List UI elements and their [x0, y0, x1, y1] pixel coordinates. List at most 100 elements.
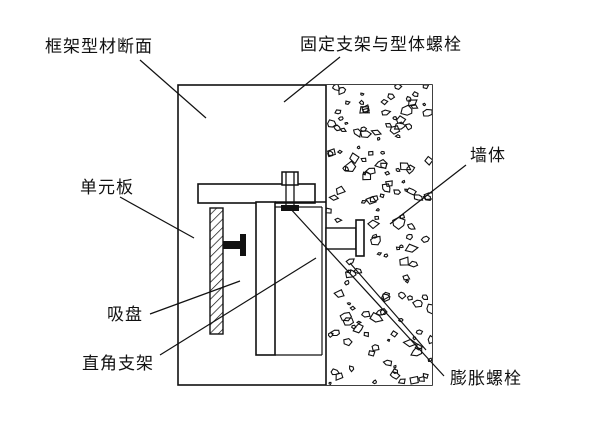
aggregate-stone [384, 180, 393, 188]
aggregate-stone [406, 164, 416, 175]
aggregate-stone [395, 167, 401, 172]
aggregate-stone [404, 123, 413, 131]
aggregate-stone [327, 149, 334, 158]
aggregate-stone [376, 136, 381, 141]
aggregate-stone [356, 145, 361, 150]
aggregate-stone [399, 256, 409, 266]
aggregate-stone [418, 375, 425, 382]
aggregate-stone [379, 193, 385, 199]
aggregate-stone [360, 200, 368, 204]
aggregate-stone [330, 368, 340, 376]
aggregate-stone [391, 368, 399, 374]
aggregate-stone [411, 91, 419, 97]
aggregate-stone [381, 183, 391, 193]
aggregate-stone [349, 152, 360, 165]
aggregate-stone [401, 179, 406, 184]
aggregate-stone [375, 207, 380, 212]
aggregate-stone [379, 307, 388, 316]
label-bracket-bolt: 固定支架与型体螺栓 [300, 35, 462, 55]
aggregate-stone [367, 219, 381, 230]
aggregate-stone [371, 379, 377, 385]
aggregate-stone [413, 194, 424, 201]
aggregate-stone [422, 372, 429, 380]
aggregate-stone [392, 116, 398, 121]
aggregate-stone [335, 185, 346, 196]
aggregate-stone [346, 302, 352, 306]
aggregate-stone [393, 364, 397, 369]
aggregate-stone [371, 344, 380, 352]
aggregate-stone [384, 170, 391, 176]
aggregate-stone [355, 320, 363, 325]
aggregate-stone [397, 318, 404, 323]
aggregate-stone [334, 217, 343, 224]
aggregate-stone [386, 338, 391, 343]
aggregate-stone [426, 303, 432, 315]
aggregate-stone [421, 294, 429, 300]
label-suction-cup: 吸盘 [107, 305, 143, 325]
aggregate-stone [389, 371, 401, 380]
aggregate-stone [394, 85, 403, 91]
aggregate-stone [332, 124, 341, 132]
aggregate-stone [343, 337, 353, 347]
aggregate-stone [358, 99, 365, 105]
aggregate-stone [344, 100, 351, 106]
aggregate-stone [395, 246, 401, 251]
aggregate-stone [422, 108, 432, 117]
aggregate-stone [384, 122, 393, 128]
aggregate-stone [382, 291, 391, 301]
aggregate-stone [336, 149, 343, 155]
aggregate-stone [376, 252, 383, 256]
aggregate-stone [408, 99, 418, 107]
aggregate-stone [368, 150, 374, 156]
aggregate-stone [352, 267, 363, 274]
unit-panel [209, 207, 224, 335]
aggregate-stone [405, 233, 414, 241]
aggregate-stone [351, 324, 357, 330]
aggregate-stone [409, 375, 419, 385]
fixing-bracket [197, 183, 316, 204]
aggregate-stone [370, 129, 383, 136]
aggregate-stone [393, 121, 407, 130]
aggregate-stone [369, 311, 384, 323]
aggregate-stone [374, 215, 380, 221]
aggregate-stone [407, 260, 419, 268]
aggregate-stone [344, 160, 357, 172]
aggregate-stone [412, 299, 423, 308]
aggregate-stone [404, 279, 410, 284]
aggregate-stone [405, 187, 417, 196]
aggregate-stone [352, 128, 362, 139]
label-unit-panel: 单元板 [80, 178, 134, 198]
label-frame-section: 框架型材断面 [45, 37, 153, 57]
aggregate-stone [402, 338, 418, 348]
aggregate-stone [339, 311, 353, 322]
aggregate-stone [380, 98, 389, 106]
aggregate-stone [344, 121, 349, 125]
aggregate-stone [359, 130, 373, 138]
aggregate-stone [420, 235, 431, 244]
aggregate-stone [383, 253, 389, 258]
aggregate-stone [360, 310, 371, 318]
aggregate-stone [339, 127, 347, 132]
aggregate-stone [331, 85, 340, 92]
aggregate-stone [365, 195, 377, 205]
aggregate-stone [406, 222, 416, 230]
aggregate-stone [337, 116, 344, 122]
aggregate-stone [382, 359, 393, 367]
aggregate-stone [367, 350, 376, 357]
expansion-bolt [325, 219, 365, 257]
aggregate-stone [422, 102, 427, 107]
aggregate-stone [327, 119, 337, 128]
aggregate-stone [361, 104, 370, 114]
aggregate-stone [349, 365, 355, 373]
aggregate-stone [360, 92, 365, 96]
aggregate-stone [387, 93, 396, 101]
aggregate-stone [361, 107, 371, 114]
aggregate-stone [334, 109, 342, 115]
aggregate-stone [369, 235, 381, 246]
aggregate-stone [398, 291, 407, 300]
label-wall: 墙体 [470, 146, 506, 166]
aggregate-stone [343, 279, 350, 286]
aggregate-stone [380, 150, 386, 155]
aggregate-stone [381, 109, 392, 116]
aggregate-stone [328, 194, 340, 201]
